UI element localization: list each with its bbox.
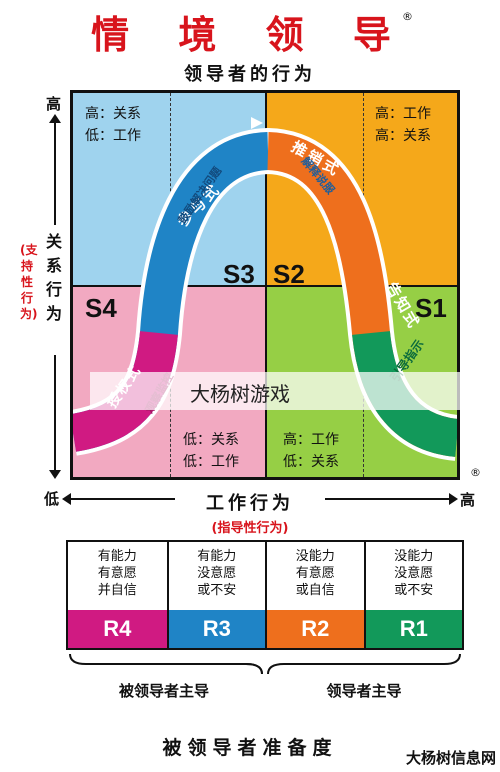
diagram-title: 情 境 领 导	[91, 13, 409, 57]
bottom-axis-label: 工作行为	[206, 493, 294, 514]
readiness-table: 有能力 有意愿 并自信 R4 有能力 没意愿 或不安 R3 没能力 有意愿 或自…	[66, 540, 464, 650]
vertical-divider	[265, 93, 267, 477]
watermark-band: 大杨树游戏	[90, 372, 500, 410]
registered-mark: ®	[402, 10, 413, 23]
readiness-col-r4: 有能力 有意愿 并自信 R4	[68, 542, 167, 648]
left-axis-high: 高	[46, 95, 62, 113]
bottom-axis-arrow-left-icon	[62, 493, 71, 505]
left-axis-label: 关系行为	[45, 232, 62, 323]
leader-led-label: 领导者主导	[326, 682, 402, 700]
s3-label: S3	[223, 259, 255, 289]
top-axis-label: 领导者的行为	[184, 64, 316, 85]
s4-note: 低：关系 低：工作	[183, 432, 239, 470]
site-logo: 大杨树信息网	[405, 749, 496, 767]
readiness-desc: 没能力 有意愿 或自信	[295, 549, 335, 598]
s1-note: 高：工作 低：关系	[283, 432, 339, 470]
curve-arrow-icon	[251, 117, 263, 129]
left-axis-sublabel: (支持性行为)	[20, 243, 38, 321]
readiness-code: R3	[168, 610, 265, 648]
leadership-curve	[73, 117, 457, 461]
s1-label: S1	[415, 293, 447, 323]
readiness-desc: 没能力 没意愿 或不安	[394, 549, 434, 598]
readiness-col-r2: 没能力 有意愿 或自信 R2	[265, 542, 364, 648]
bottom-axis-label-bg	[175, 486, 325, 514]
readiness-code: R2	[267, 610, 364, 648]
s2-label: S2	[273, 259, 305, 289]
left-axis-arrow-up-icon	[49, 114, 61, 123]
watermark-text: 大杨树游戏	[190, 382, 290, 406]
grouping-brackets	[69, 653, 461, 675]
readiness-col-r3: 有能力 没意愿 或不安 R3	[166, 542, 265, 648]
follower-led-label: 被领导者主导	[118, 682, 209, 700]
registered-mark-small: ®	[470, 466, 481, 479]
leadership-grid: 高：关系 低：工作 高：工作 高：关系 低：关系 低：工作 高：工作 低：关系 …	[70, 90, 460, 480]
left-axis-arrow-down-icon	[49, 470, 61, 479]
left-axis-label-bg	[40, 225, 70, 355]
readiness-code: R1	[365, 610, 462, 648]
readiness-desc: 有能力 有意愿 并自信	[97, 549, 137, 598]
readiness-desc: 有能力 没意愿 或不安	[197, 549, 237, 598]
bottom-axis-sublabel: (指导性行为)	[211, 521, 289, 536]
left-axis-low: 低	[44, 490, 60, 508]
s4-label: S4	[85, 293, 117, 323]
s2-note: 高：工作 高：关系	[375, 106, 431, 144]
follower-readiness-title: 被领导者准备度	[162, 737, 338, 759]
readiness-col-r1: 没能力 没意愿 或不安 R1	[363, 542, 462, 648]
bottom-axis-arrow-right-icon	[449, 493, 458, 505]
bottom-axis-high: 高	[460, 491, 476, 509]
s3-note: 高：关系 低：工作	[85, 106, 141, 144]
readiness-code: R4	[68, 610, 167, 648]
